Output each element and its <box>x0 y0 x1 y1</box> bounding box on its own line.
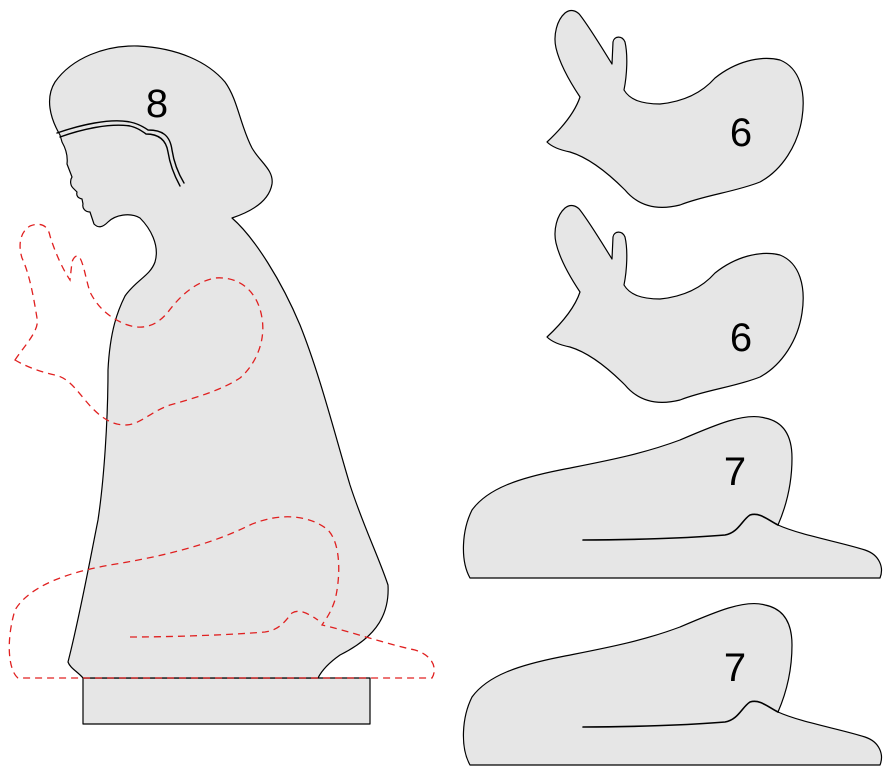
part-6-praying-arm-bottom: 6 <box>547 206 803 403</box>
part-7-leg-bottom: 7 <box>463 604 881 765</box>
part-number-label: 8 <box>146 82 168 126</box>
part-6-praying-arm-top: 6 <box>547 11 803 208</box>
part-number-label: 6 <box>730 316 752 360</box>
leg-outline <box>463 417 881 578</box>
part-7-leg-top: 7 <box>463 417 881 578</box>
leg-outline <box>463 604 881 765</box>
figure-base-block <box>83 678 370 724</box>
part-number-label: 7 <box>724 450 746 494</box>
arm-outline <box>547 206 803 403</box>
arm-outline <box>547 11 803 208</box>
part-number-label: 6 <box>730 111 752 155</box>
part-number-label: 7 <box>724 646 746 690</box>
